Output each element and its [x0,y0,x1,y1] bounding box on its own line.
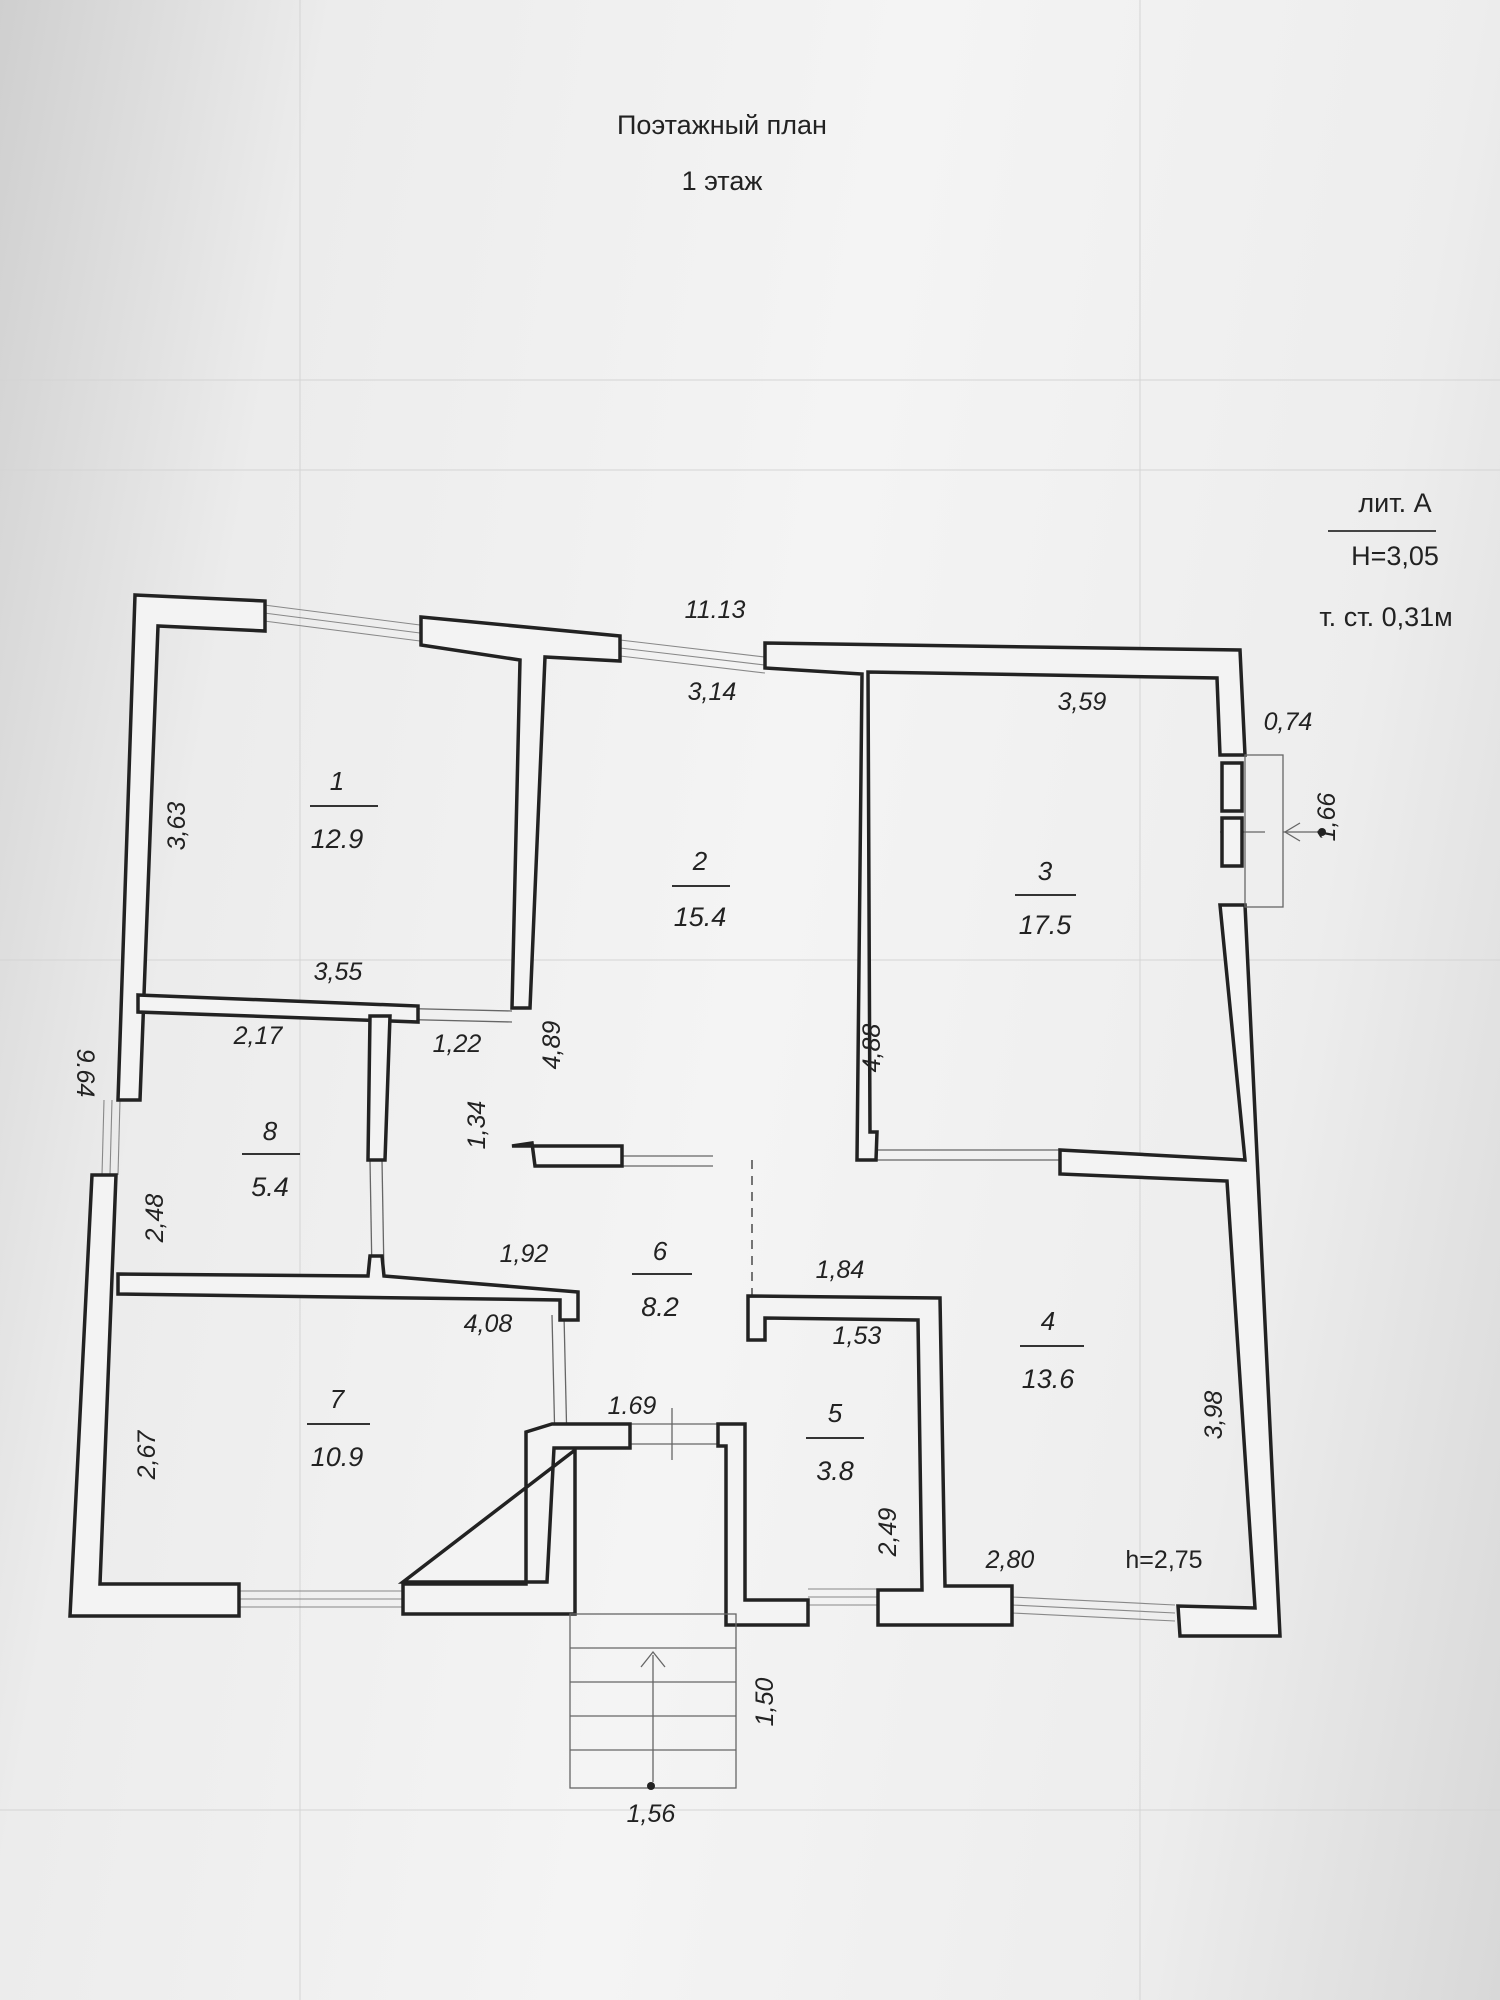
room-2-area: 15.4 [674,902,727,932]
dim-hall-opening: 1,22 [433,1030,482,1058]
dim-stair-width: 1,56 [627,1800,676,1828]
room-3-area: 17.5 [1019,910,1073,940]
room-4-label: 4 13.6 [1020,1306,1084,1394]
room-1-label: 1 12.9 [310,766,378,854]
dim-room4-width: 2,80 [985,1546,1035,1574]
room-6-number: 6 [653,1236,668,1266]
dim-room2-width: 3,14 [688,678,737,706]
dim-porch-depth: 0,74 [1264,708,1313,736]
room-2-number: 2 [692,846,708,876]
wall-room5-top [746,1294,1014,1627]
room-8-area: 5.4 [251,1172,289,1202]
room-6-area: 8.2 [641,1292,679,1322]
dim-room7-width: 4,08 [464,1310,513,1338]
porch-door-leaf-2 [1220,816,1244,868]
room-7-number: 7 [330,1384,346,1414]
windows [101,604,1176,1622]
wall-north-east [763,641,1247,1162]
dim-room2-height: 4,89 [538,1021,566,1070]
floor-label: 1 этаж [681,166,763,196]
walls [68,593,1282,1638]
room-3-number: 3 [1038,856,1053,886]
room-3-label: 3 17.5 [1015,856,1076,940]
room-2-label: 2 15.4 [672,846,730,932]
wall-north-mid [419,615,622,1010]
dim-room8-width: 2,17 [233,1022,284,1050]
room-7-area: 10.9 [311,1442,364,1472]
wall-south-mid [397,1422,632,1616]
wall-room5-left [716,1422,810,1627]
dim-room4-left: 1,84 [816,1256,865,1284]
dim-hall-width: 1,92 [500,1240,549,1268]
dim-room3-height: 4,88 [858,1024,886,1073]
dim-room8-height: 2,48 [141,1194,169,1244]
room4-ceiling-height: h=2,75 [1125,1546,1202,1574]
wall-center-h [511,1141,624,1168]
dim-room3-width: 3,59 [1058,688,1107,716]
room-5-area: 3.8 [816,1456,854,1486]
literal-divider [1328,530,1436,532]
dimension-labels: 11.13 3,14 3,59 0,74 1,66 3,63 3,55 9.64… [71,596,1341,1828]
dim-room1-height: 3,63 [163,802,191,851]
room-labels: 1 12.9 2 15.4 3 17.5 4 13.6 5 [242,766,1084,1486]
dim-porch-width: 1,66 [1313,793,1341,842]
entry-stairs [569,1613,737,1790]
dim-room5-height: 2,49 [874,1508,902,1558]
wall-east [1058,903,1282,1638]
room-8-label: 8 5.4 [242,1116,300,1202]
wall-north-west [116,593,267,1102]
wall-room8-bottom [116,1254,580,1322]
room-1-number: 1 [330,766,344,796]
dim-overall-width: 11.13 [685,596,746,624]
room-6-label: 6 8.2 [632,1236,692,1322]
dim-overall-height: 9.64 [71,1049,99,1098]
literal-height: Н=3,05 [1351,541,1439,571]
room-4-number: 4 [1041,1306,1055,1336]
dim-room1-width: 3,55 [314,958,363,986]
room-7-label: 7 10.9 [307,1384,370,1472]
dim-stair-length: 1,50 [751,1678,779,1727]
room-5-number: 5 [828,1398,843,1428]
dim-hall-side: 1,34 [463,1101,491,1150]
dim-room5-width: 1,53 [833,1322,882,1350]
dim-room4-height: 3,98 [1200,1391,1228,1440]
room-5-label: 5 3.8 [806,1398,864,1486]
east-porch [1220,754,1326,908]
dim-entry-width: 1.69 [608,1392,657,1420]
dim-room7-height: 2,67 [133,1430,161,1481]
wall-room1-bottom [136,993,420,1024]
plan-title: Поэтажный план [617,110,827,140]
wall-west [68,1173,241,1618]
door-openings [369,1007,1060,1460]
room-8-number: 8 [263,1116,278,1146]
literal-name: лит. А [1358,488,1432,518]
wall-thickness: т. ст. 0,31м [1319,602,1453,632]
wall-room8-right [366,1014,392,1162]
porch-door-leaf [1220,761,1244,813]
room-1-area: 12.9 [311,824,364,854]
room-4-area: 13.6 [1022,1364,1076,1394]
